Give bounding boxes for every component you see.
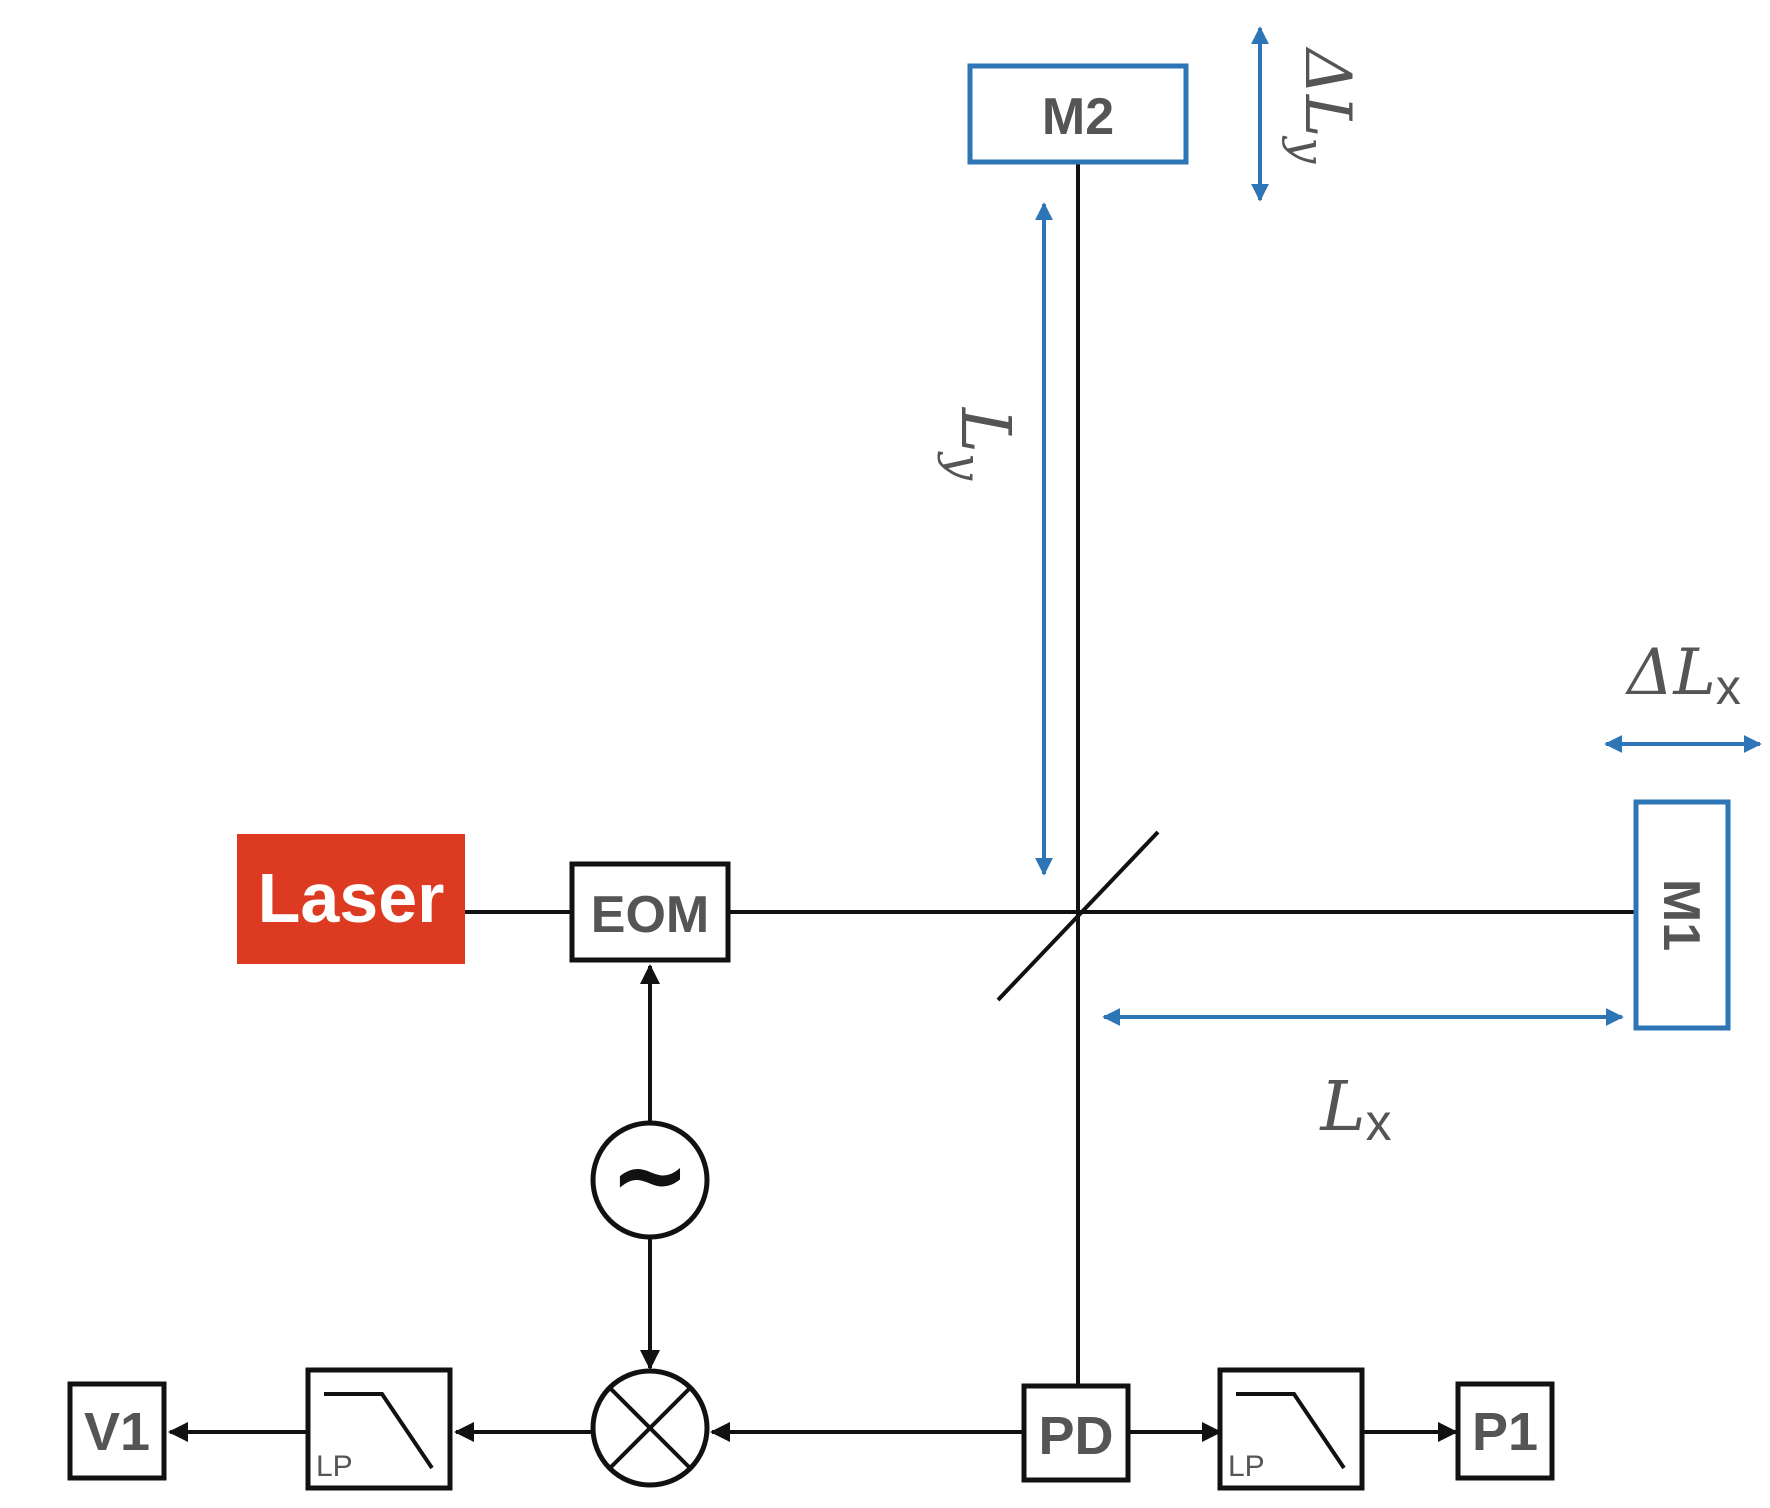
output-v1: V1: [67, 1381, 167, 1481]
m1-label: M1: [1652, 879, 1710, 951]
pd-label: PD: [1038, 1406, 1113, 1466]
ly-label: Ly: [936, 406, 1024, 481]
lowpass-filter-1: LP: [305, 1367, 453, 1491]
eom-label: EOM: [591, 886, 709, 944]
lx-label: Lx: [1318, 1068, 1391, 1152]
mirror-m2: M2: [967, 63, 1189, 165]
laser-source: Laser: [237, 834, 465, 964]
p1-label: P1: [1472, 1402, 1538, 1462]
oscillator-symbol: ~: [610, 1119, 690, 1231]
svg-text:Lx: Lx: [1318, 1068, 1391, 1152]
svg-text:ΔLx: ΔLx: [1624, 636, 1741, 715]
v1-label: V1: [84, 1402, 150, 1462]
laser-label: Laser: [258, 859, 445, 937]
delta-ly-label: ΔLy: [1281, 46, 1364, 165]
laser-body: [237, 834, 465, 964]
oscillator: ~: [590, 1119, 710, 1240]
lowpass-filter-2: LP: [1217, 1367, 1365, 1491]
lp2-label: LP: [1228, 1450, 1265, 1483]
mixer: [590, 1368, 710, 1488]
svg-text:ΔLy: ΔLy: [1281, 46, 1364, 165]
lowpass-response-icon: [324, 1392, 434, 1470]
output-p1: P1: [1455, 1381, 1555, 1481]
delta-lx-label: ΔLx: [1624, 636, 1741, 715]
m2-label: M2: [1042, 88, 1114, 146]
svg-text:Ly: Ly: [936, 406, 1024, 481]
mirror-m1: M1: [1633, 799, 1731, 1031]
photodiode: PD: [1021, 1383, 1131, 1483]
lp1-label: LP: [316, 1450, 353, 1483]
lowpass-response-icon: [1236, 1392, 1346, 1470]
eom-box: EOM: [569, 861, 731, 963]
beam-splitter: [996, 830, 1160, 1002]
